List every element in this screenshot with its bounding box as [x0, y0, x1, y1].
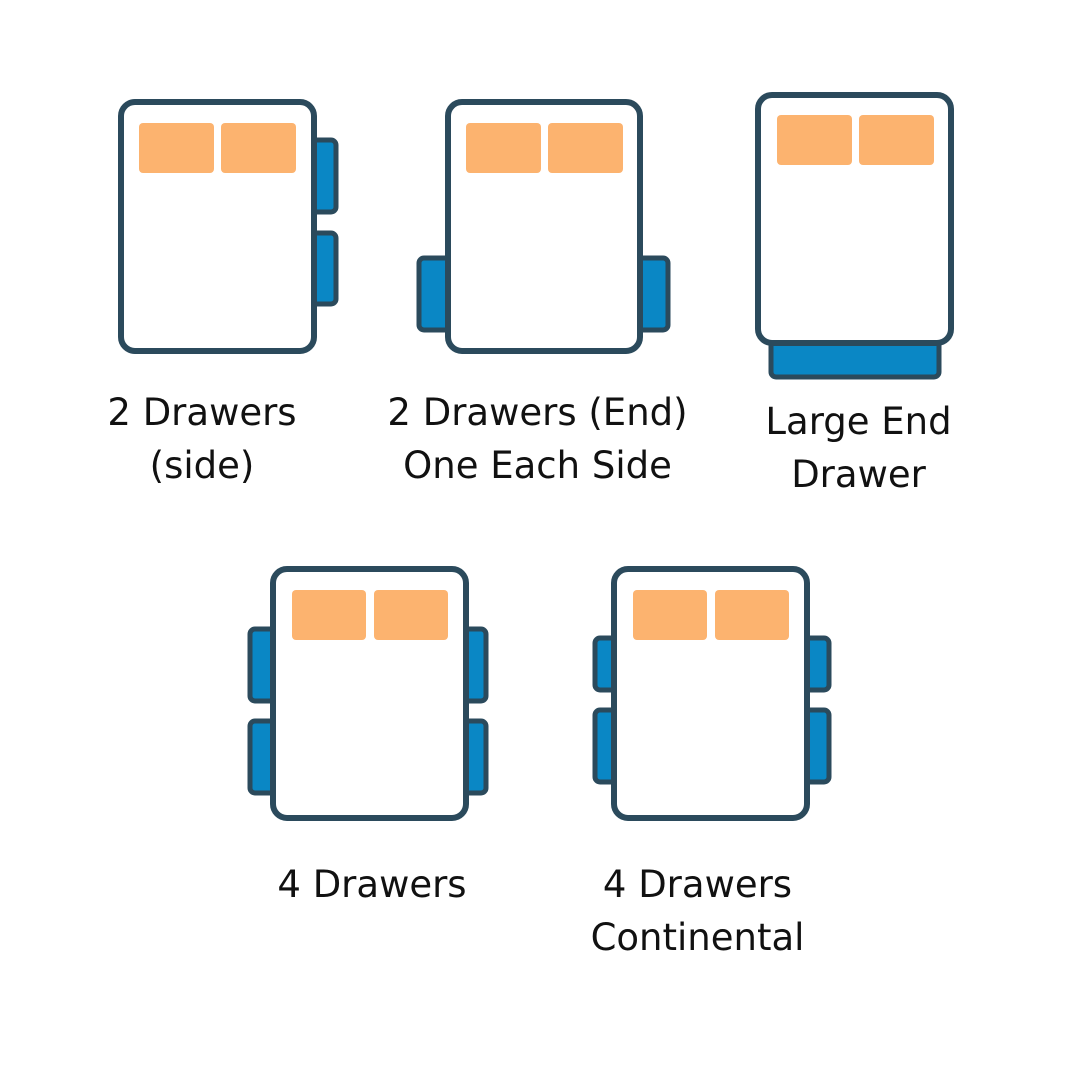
caption-line: 4 Drawers	[277, 863, 467, 906]
caption-large-end-drawer: Large End Drawer	[746, 395, 971, 501]
caption-line: 2 Drawers (End)	[387, 391, 688, 434]
caption-four-drawers: 4 Drawers	[262, 858, 482, 911]
caption-line: Continental	[590, 916, 805, 959]
caption-line: 2 Drawers	[107, 391, 297, 434]
caption-two-drawers-side: 2 Drawers (side)	[92, 386, 312, 492]
pillow-left	[292, 590, 366, 640]
bed-large-end-drawer	[755, 92, 954, 380]
pillow-left	[466, 123, 541, 173]
bed-four-drawers	[247, 566, 489, 821]
pillow-right	[221, 123, 296, 173]
pillow-left	[777, 115, 852, 165]
caption-line: (side)	[149, 444, 255, 487]
pillow-right	[715, 590, 789, 640]
pillow-right	[374, 590, 448, 640]
pillow-left	[633, 590, 707, 640]
pillow-right	[859, 115, 934, 165]
bed-four-drawers-continental	[592, 566, 832, 821]
pillow-right	[548, 123, 623, 173]
pillow-left	[139, 123, 214, 173]
bed-two-drawers-side	[118, 99, 339, 354]
caption-four-drawers-continental: 4 Drawers Continental	[575, 858, 820, 964]
caption-line: Large End	[765, 400, 952, 443]
caption-two-drawers-end: 2 Drawers (End) One Each Side	[380, 386, 695, 492]
caption-line: 4 Drawers	[602, 863, 793, 906]
caption-line: Drawer	[791, 453, 926, 496]
caption-line: One Each Side	[403, 444, 672, 487]
bed-two-drawers-end	[416, 99, 671, 354]
